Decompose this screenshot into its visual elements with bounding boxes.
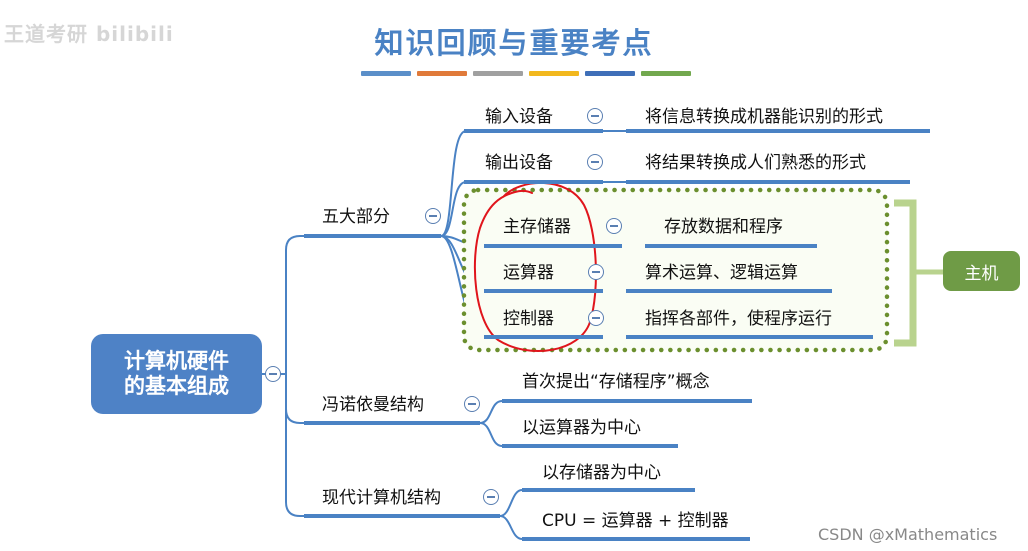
collapse-icon[interactable] (483, 489, 499, 505)
modern-item-cpu: CPU = 运算器 + 控制器 (542, 511, 729, 531)
underline-vn-1 (502, 399, 752, 403)
collapse-icon[interactable] (588, 264, 604, 280)
branch-five-parts: 五大部分 (322, 207, 390, 227)
branch-von-neumann: 冯诺依曼结构 (322, 395, 424, 415)
underline-von-neumann (304, 421, 480, 425)
collapse-icon[interactable] (587, 108, 603, 124)
node-output-device: 输出设备 (485, 153, 553, 173)
host-node[interactable]: 主机 (943, 251, 1020, 291)
color-bar-3 (473, 71, 523, 76)
underline-input-desc (626, 129, 930, 133)
root-node[interactable]: 计算机硬件 的基本组成 (91, 334, 262, 414)
node-control-unit: 控制器 (503, 309, 554, 329)
underline-control-desc (626, 335, 873, 339)
node-alu: 运算器 (503, 263, 554, 283)
color-bar-6 (641, 71, 691, 76)
collapse-icon[interactable] (425, 208, 441, 224)
node-main-memory: 主存储器 (503, 217, 571, 237)
collapse-icon[interactable] (464, 396, 480, 412)
desc-control-unit: 指挥各部件，使程序运行 (645, 309, 832, 329)
underline-memory-desc (645, 244, 817, 248)
collapse-icon[interactable] (606, 218, 622, 234)
underline-input (464, 129, 603, 133)
collapse-icon[interactable] (265, 366, 281, 382)
underline-modern-2 (522, 537, 750, 541)
branch-modern: 现代计算机结构 (322, 488, 441, 508)
underline-alu (484, 289, 603, 293)
color-bar-5 (585, 71, 635, 76)
underline-modern-1 (522, 488, 695, 492)
underline-output-desc (626, 180, 910, 184)
root-label-line1: 计算机硬件 (124, 349, 229, 373)
underline-output (464, 180, 603, 184)
underline-memory (484, 244, 622, 248)
color-bar-4 (529, 71, 579, 76)
desc-main-memory: 存放数据和程序 (664, 217, 783, 237)
desc-input-device: 将信息转换成机器能识别的形式 (645, 107, 883, 127)
desc-alu: 算术运算、逻辑运算 (645, 263, 798, 283)
underline-vn-2 (502, 444, 678, 448)
root-label-line2: 的基本组成 (124, 374, 229, 398)
vn-item-alu-centric: 以运算器为中心 (522, 418, 641, 438)
node-input-device: 输入设备 (485, 107, 553, 127)
collapse-icon[interactable] (587, 154, 603, 170)
modern-item-memory-centric: 以存储器为中心 (542, 463, 661, 483)
underline-alu-desc (626, 289, 832, 293)
page-title: 知识回顾与重要考点 (374, 26, 654, 60)
watermark-csdn: CSDN @xMathematics (818, 525, 998, 544)
watermark-logo: 王道考研 bilibili (4, 22, 174, 46)
color-bar-2 (417, 71, 467, 76)
color-bar-1 (361, 71, 411, 76)
underline-five-parts (304, 234, 441, 238)
vn-item-stored-program: 首次提出“存储程序”概念 (522, 372, 710, 392)
desc-output-device: 将结果转换成人们熟悉的形式 (645, 153, 866, 173)
underline-modern (304, 514, 500, 518)
underline-control (484, 335, 603, 339)
collapse-icon[interactable] (588, 310, 604, 326)
